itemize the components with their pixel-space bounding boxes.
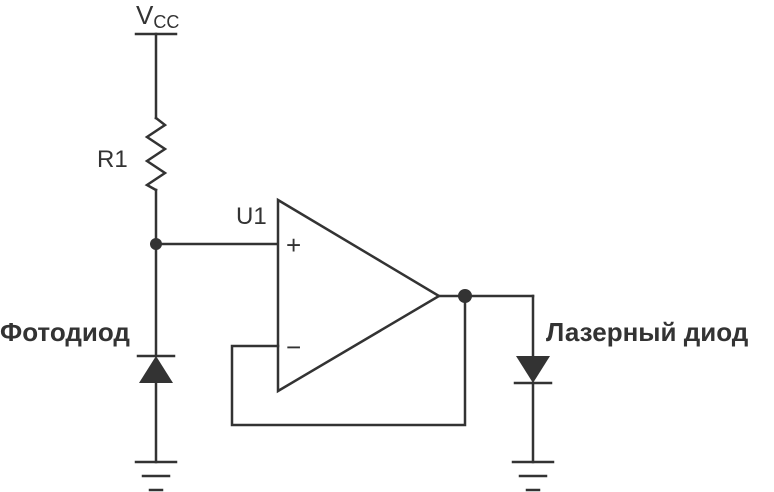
feedback-wire xyxy=(230,294,467,427)
junction-node-output xyxy=(458,289,472,303)
vcc-supply: VCC xyxy=(134,0,179,120)
u1-label: U1 xyxy=(236,203,267,230)
photodiode: Фотодиод xyxy=(0,317,176,464)
laser-diode-label: Лазерный диод xyxy=(546,317,749,347)
vcc-label: VCC xyxy=(136,0,179,32)
ground-symbol-right xyxy=(511,460,555,492)
r1-label: R1 xyxy=(97,146,128,173)
opamp-u1: U1 + − xyxy=(236,197,442,394)
laser-diode-triangle xyxy=(516,356,550,383)
vcc-label-sub: CC xyxy=(153,12,179,32)
resistor-r1: R1 xyxy=(97,116,168,192)
vcc-label-main: V xyxy=(136,0,154,30)
r1-zigzag xyxy=(144,116,168,192)
opamp-triangle xyxy=(276,197,442,394)
minus-sign: − xyxy=(286,332,301,362)
photodiode-triangle xyxy=(139,356,173,383)
laser-diode: Лазерный диод xyxy=(513,317,749,464)
photodiode-label: Фотодиод xyxy=(0,317,130,347)
plus-sign: + xyxy=(286,230,301,260)
ground-symbol-left xyxy=(134,460,178,492)
